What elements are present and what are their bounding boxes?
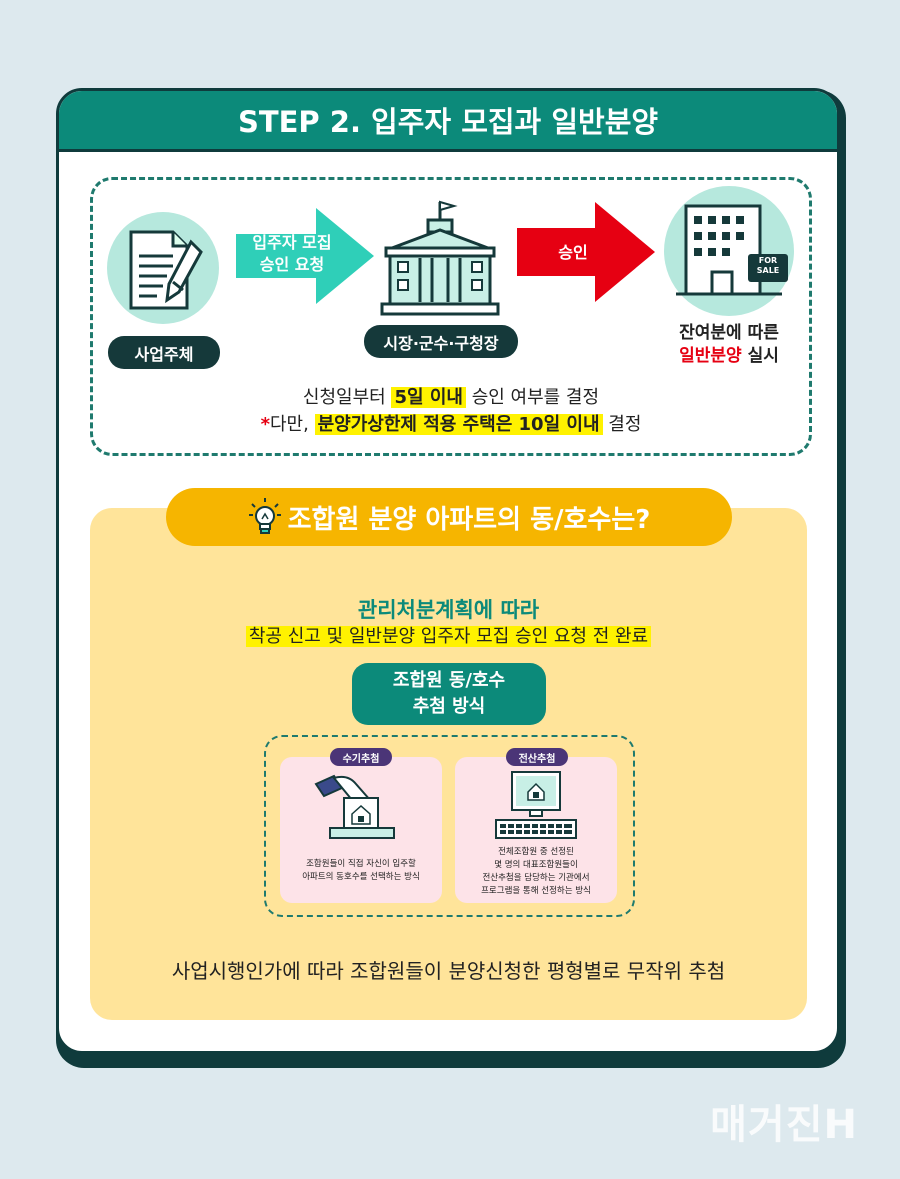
- lottery-panel: [90, 508, 807, 1020]
- ballot-box-icon: [312, 770, 412, 842]
- manual-desc: 조합원들이 직접 자신이 입주할 아파트의 동호수를 선택하는 방식: [302, 859, 420, 882]
- method-box: [264, 735, 635, 917]
- plan-title: 관리처분계획에 따라: [357, 598, 540, 622]
- for-sale-sign: FOR SALE: [756, 256, 780, 275]
- document-pencil-icon: [107, 212, 219, 324]
- note2-prefix: 다만,: [270, 414, 309, 435]
- manual-tag: 수기추첨: [330, 748, 392, 766]
- computer-tag: 전산추첨: [506, 748, 568, 766]
- note1-prefix: 신청일부터: [302, 387, 386, 408]
- method-line1: 조합원 동/호수: [392, 670, 506, 691]
- method-pill: 조합원 동/호수 추첨 방식: [352, 663, 546, 725]
- government-building-icon: [378, 196, 502, 318]
- brand-watermark: 매거진H: [710, 1102, 858, 1148]
- note1-suffix: 승인 여부를 결정: [471, 387, 600, 408]
- request-arrow: 입주자 모집 승인 요청: [236, 206, 376, 306]
- note-line2: *다만, 분양가상한제 적용 주택은 10일 이내 결정: [90, 411, 812, 438]
- note2-suffix: 결정: [608, 414, 642, 435]
- approval-flow-box: [90, 177, 812, 456]
- note2-star: *: [260, 414, 270, 435]
- result-text: 잔여분에 따른 일반분양 실시: [652, 322, 806, 368]
- step-title: STEP 2. 입주자 모집과 일반분양: [237, 105, 659, 139]
- lightbulb-icon: [248, 497, 282, 537]
- note1-highlight: 5일 이내: [391, 387, 466, 408]
- actor-pill: 사업주체: [108, 336, 220, 369]
- computer-keyboard-icon: [490, 770, 582, 842]
- result-suffix: 실시: [747, 346, 779, 366]
- bottom-summary: 사업시행인가에 따라 조합원들이 분양신청한 평형별로 무작위 추첨: [171, 959, 726, 983]
- approval-notes: 신청일부터 5일 이내 승인 여부를 결정 *다만, 분양가상한제 적용 주택은…: [90, 384, 812, 438]
- manual-tag-label: 수기추첨: [342, 753, 380, 765]
- plan-highlight-row: 착공 신고 및 일반분양 입주자 모집 승인 요청 전 완료: [90, 622, 807, 648]
- question-text: 조합원 분양 아파트의 동/호수는?: [287, 504, 651, 535]
- request-arrow-label: 입주자 모집 승인 요청: [252, 233, 332, 274]
- authority-pill: 시장·군수·구청장: [364, 325, 518, 358]
- note-line1: 신청일부터 5일 이내 승인 여부를 결정: [90, 384, 812, 411]
- computer-tag-label: 전산추첨: [518, 753, 556, 765]
- method-line2: 추첨 방식: [412, 696, 486, 717]
- approve-arrow-label: 승인: [558, 243, 588, 262]
- step-header: STEP 2. 입주자 모집과 일반분양: [59, 91, 837, 152]
- note2-highlight: 분양가상한제 적용 주택은 10일 이내: [314, 414, 603, 435]
- apartment-for-sale-icon: FOR SALE: [664, 186, 794, 316]
- result-highlight: 일반분양: [679, 346, 742, 366]
- question-pill: 조합원 분양 아파트의 동/호수는?: [166, 488, 732, 546]
- plan-highlight: 착공 신고 및 일반분양 입주자 모집 승인 요청 전 완료: [245, 626, 652, 647]
- actor-label: 사업주체: [134, 344, 194, 364]
- computer-desc: 전체조합원 중 선정된 몇 명의 대표조합원들이 전산추첨을 담당하는 기관에서…: [481, 847, 591, 896]
- approve-arrow: 승인: [517, 202, 657, 304]
- result-line1: 잔여분에 따른: [679, 323, 779, 343]
- authority-label: 시장·군수·구청장: [383, 333, 499, 353]
